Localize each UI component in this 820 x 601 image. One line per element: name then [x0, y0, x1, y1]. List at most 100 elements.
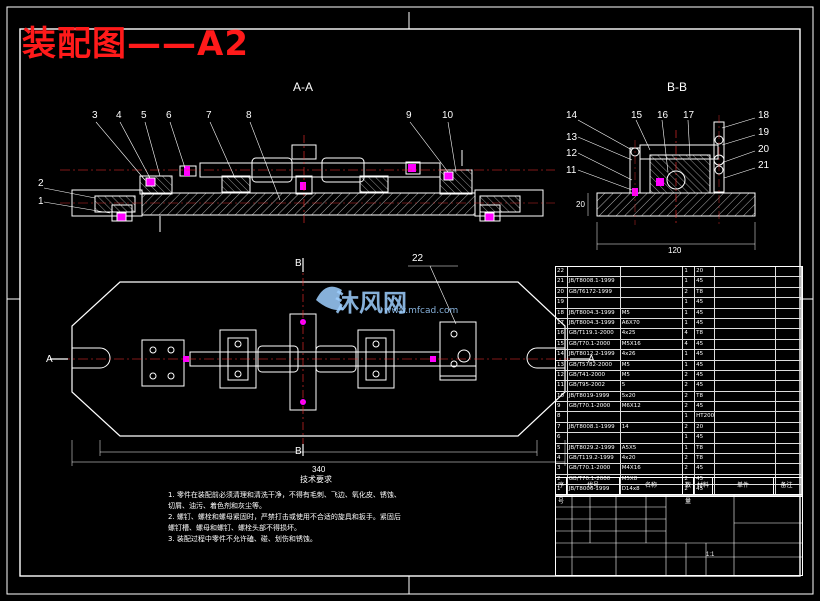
callout-22: 22: [412, 253, 424, 264]
bom-cell: 45: [695, 381, 715, 391]
bom-cell: T8: [695, 391, 715, 402]
bom-cell: 15: [556, 339, 568, 350]
bom-cell: [776, 391, 802, 402]
bom-cell: [715, 474, 776, 485]
bom-cell: JB/T8008.1-1999: [568, 422, 621, 433]
bom-cell: 5x20: [621, 391, 684, 402]
bom-cell: GB/T70.1-2000: [568, 339, 621, 350]
bom-cell: JB/T8008.1-1999: [568, 277, 621, 287]
bom-cell: [568, 433, 621, 443]
bom-cell: [715, 318, 776, 329]
callout-5: 5: [141, 110, 147, 121]
bom-cell: [621, 287, 684, 298]
bom-cell: 1: [683, 308, 696, 318]
bom-cell: 19: [556, 298, 568, 308]
title-block-grid: [556, 495, 802, 575]
bom-cell: 5: [621, 381, 684, 391]
plan-cut-label-left: A: [46, 354, 53, 365]
bom-cell: 1: [683, 433, 696, 443]
bom-cell: [715, 454, 776, 464]
bom-cell: [715, 287, 776, 298]
bom-cell: [776, 485, 802, 495]
bom-cell: 4x20: [621, 454, 684, 464]
callout-9: 9: [406, 110, 412, 121]
bom-cell: 14: [621, 422, 684, 433]
bom-cell: [776, 443, 802, 454]
bom-cell: [776, 318, 802, 329]
bom-cell: 1: [683, 443, 696, 454]
bom-cell: 45: [695, 318, 715, 329]
bom-cell: JB/T8006-1999: [568, 485, 621, 495]
bom-cell: [715, 267, 776, 277]
bom-cell: GB/T41-2000: [568, 370, 621, 381]
bom-header-cell: 备注: [780, 482, 793, 489]
bom-cell: GB/T119.2-1999: [568, 454, 621, 464]
callout-18: 18: [758, 110, 770, 121]
bom-header-cell: 单件: [713, 478, 774, 494]
bom-cell: [715, 339, 776, 350]
plan-view: [50, 258, 590, 466]
bom-cell: [621, 277, 684, 287]
note-line: 螺钉槽、螺母和螺钉、螺栓头部不得损坏。: [168, 524, 301, 532]
bom-cell: GB/T70.1-2000: [568, 402, 621, 412]
bom-cell: A5X5: [621, 443, 684, 454]
bom-cell: 3: [556, 464, 568, 474]
bom-cell: 13: [556, 360, 568, 370]
bom-cell: 8: [556, 412, 568, 422]
bom-cell: [776, 267, 802, 277]
bom-cell: 45: [695, 474, 715, 485]
bom-cell: 2: [683, 287, 696, 298]
bom-cell: 7: [556, 422, 568, 433]
bom-cell: GB/T119.1-2000: [568, 329, 621, 339]
bom-cell: [715, 329, 776, 339]
bom-cell: [776, 464, 802, 474]
bom-cell: JB/T8004.3-1999: [568, 318, 621, 329]
bom-cell: [568, 298, 621, 308]
bom-cell: [621, 267, 684, 277]
bom-cell: 4x25: [621, 329, 684, 339]
section-b-b: [577, 115, 756, 250]
bom-cell: [621, 433, 684, 443]
bom-cell: [568, 412, 621, 422]
bom-cell: 18: [556, 308, 568, 318]
bom-cell: [715, 464, 776, 474]
bom-cell: M5: [621, 308, 684, 318]
bom-cell: T8: [695, 454, 715, 464]
bom-cell: 45: [695, 464, 715, 474]
bom-cell: 45: [695, 277, 715, 287]
bom-cell: 1: [683, 267, 696, 277]
bom-cell: JB/T8012.2-1999: [568, 350, 621, 360]
bom-cell: 45: [695, 350, 715, 360]
bom-cell: 20: [556, 287, 568, 298]
callout-15: 15: [631, 110, 643, 121]
bom-cell: 2: [683, 370, 696, 381]
note-line: 1. 零件在装配前必须清理和清洗干净，不得有毛刺、飞边、氧化皮、锈蚀、: [168, 491, 401, 499]
bom-header-cell: 材料: [694, 478, 713, 494]
bom-cell: [715, 360, 776, 370]
watermark-brand: 沐风网: [335, 289, 407, 317]
bom-cell: 45: [695, 298, 715, 308]
bom-cell: [715, 485, 776, 495]
bom-cell: GB/T70.1-2000: [568, 474, 621, 485]
bom-cell: 20: [695, 267, 715, 277]
bom-cell: 2: [683, 381, 696, 391]
outer-border: [6, 6, 814, 595]
callout-3: 3: [92, 110, 98, 121]
watermark-logo: [316, 286, 344, 311]
bom-cell: [715, 391, 776, 402]
bom-cell: 1: [683, 360, 696, 370]
bom-cell: [776, 370, 802, 381]
bom-header-cell: 代号: [567, 478, 620, 494]
bom-cell: [776, 402, 802, 412]
notes-heading: 技术要求: [300, 475, 332, 484]
callout-7: 7: [206, 110, 212, 121]
bom-cell: [776, 277, 802, 287]
